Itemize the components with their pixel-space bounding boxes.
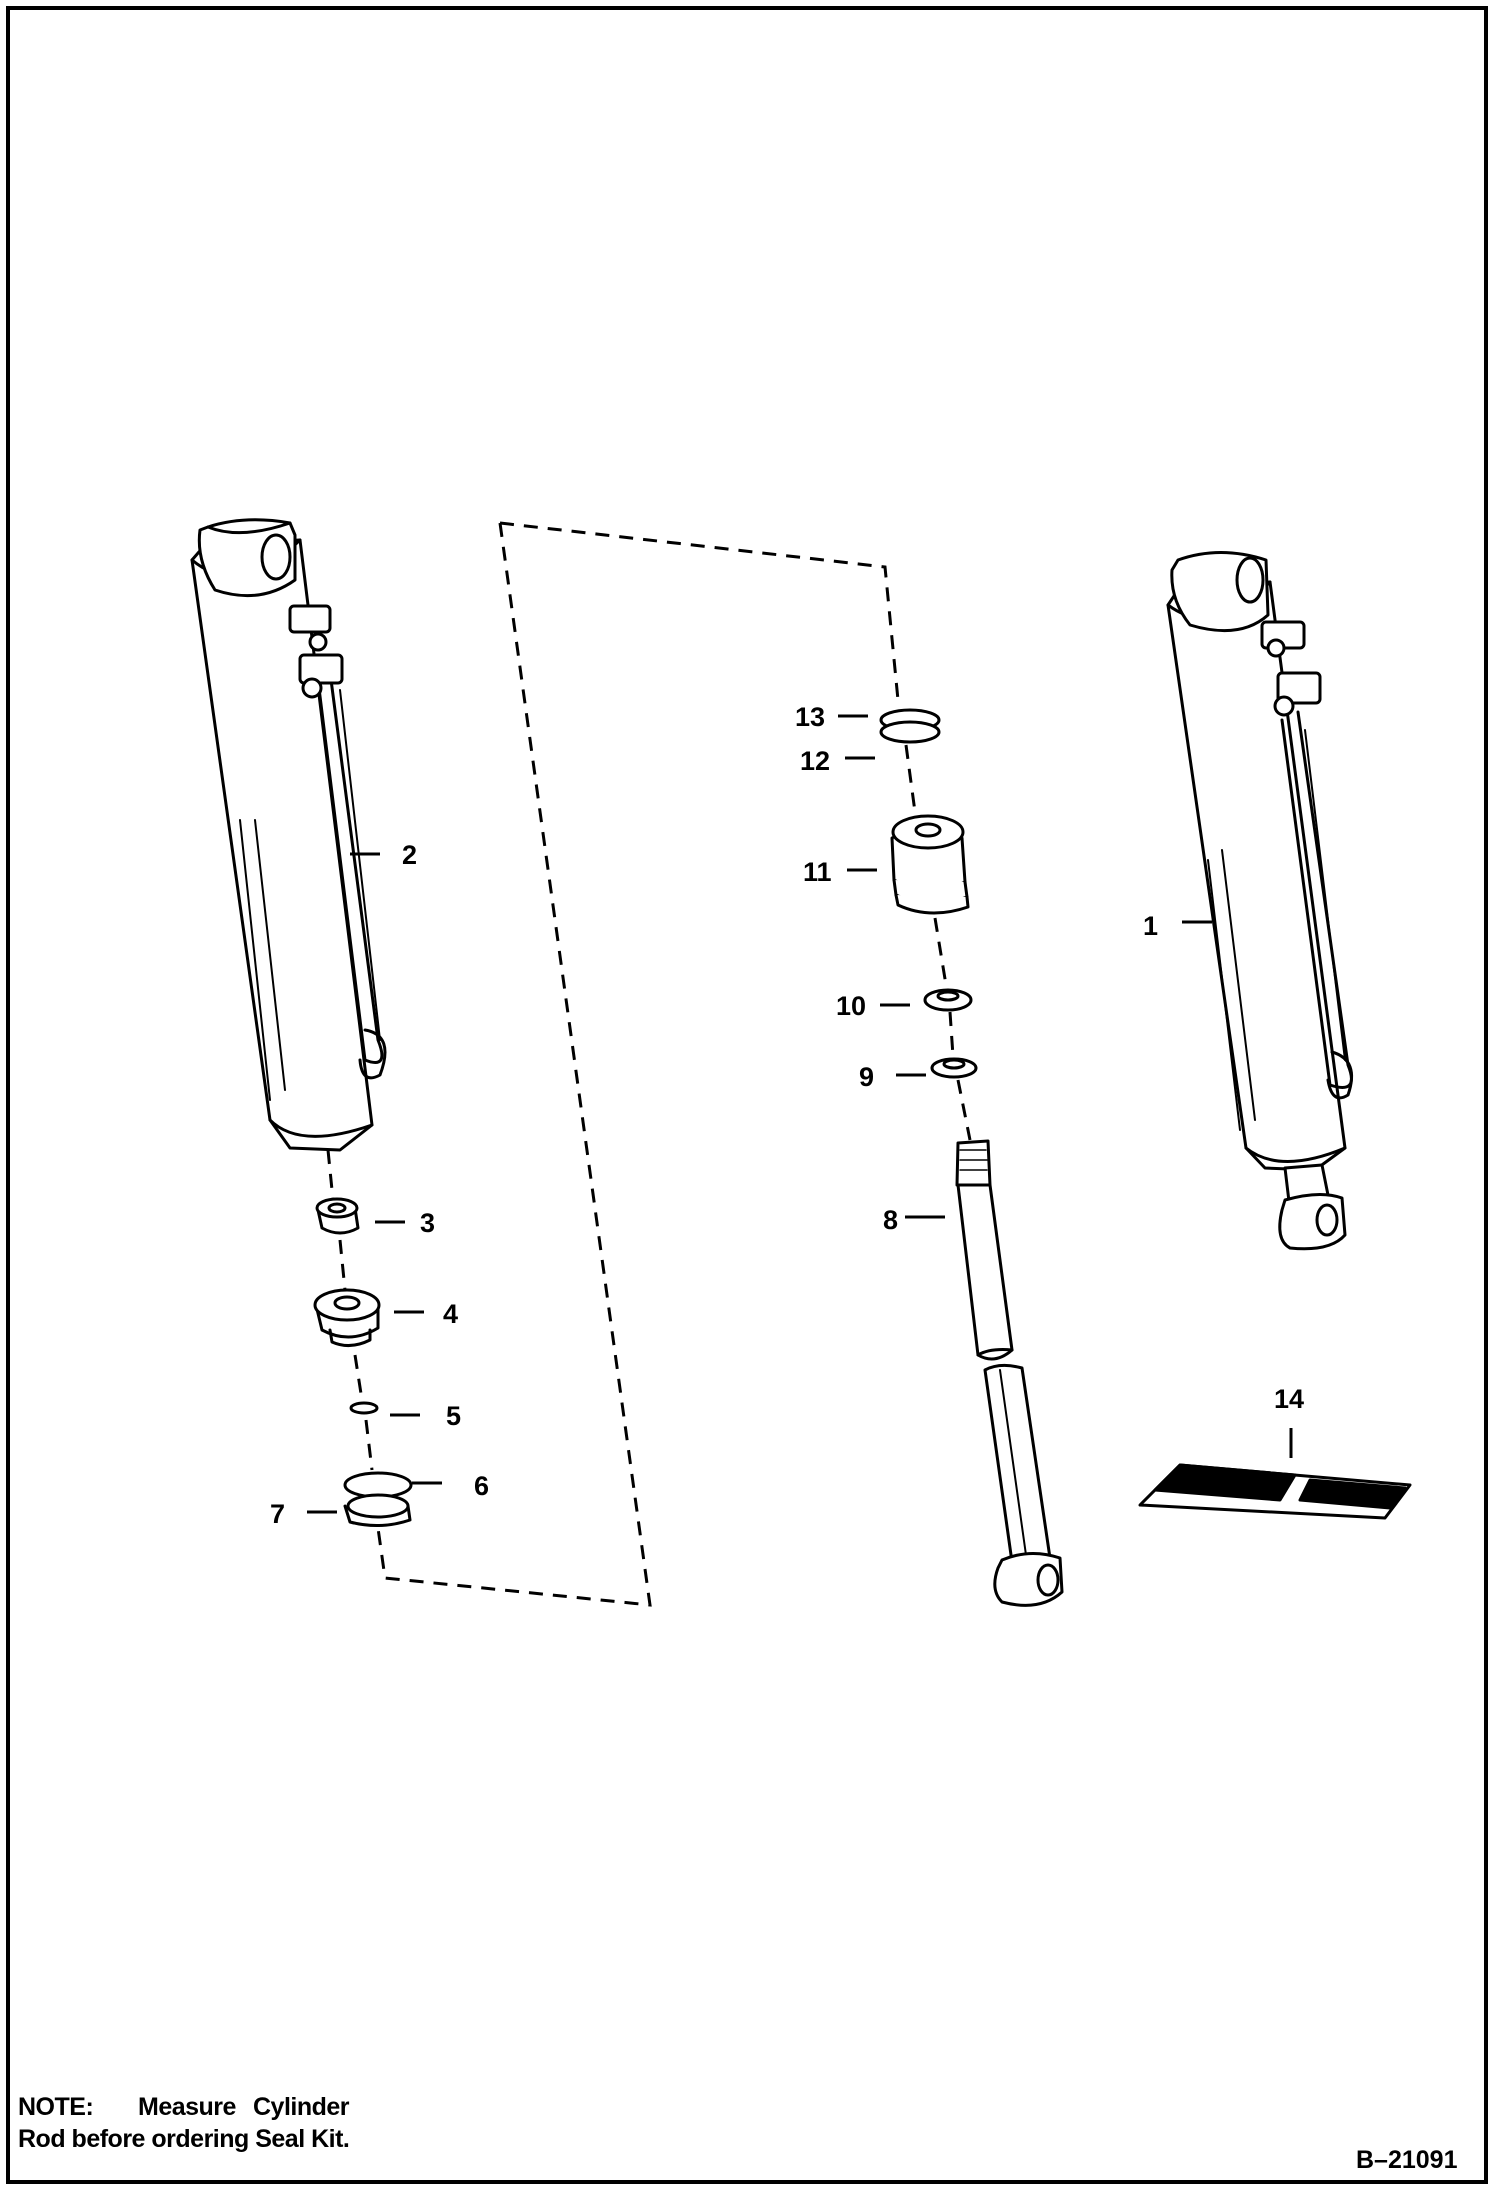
note-word-cylinder: Cylinder xyxy=(253,2093,350,2121)
callout-3: 3 xyxy=(420,1208,435,1238)
callout-6: 6 xyxy=(474,1471,489,1501)
note-line-1: NOTE: Measure Cylinder xyxy=(18,2091,538,2123)
seal-kit-14 xyxy=(1138,1463,1412,1520)
note-line-2: Rod before ordering Seal Kit. xyxy=(18,2125,350,2153)
cylinder-barrel-right xyxy=(1166,551,1347,1172)
figure-id: B–21091 xyxy=(1356,2146,1458,2174)
tube-line-left xyxy=(288,604,387,1080)
cylinder-barrel-left xyxy=(190,518,374,1152)
nut-3 xyxy=(315,1197,360,1235)
seal-10 xyxy=(923,988,973,1012)
o-ring-5 xyxy=(349,1401,379,1415)
piston xyxy=(890,814,970,915)
head-4 xyxy=(313,1288,381,1347)
seal-9 xyxy=(930,1057,978,1079)
callout-11: 11 xyxy=(803,857,832,887)
note-label: NOTE: xyxy=(18,2093,94,2121)
tube-line-right xyxy=(1260,620,1353,1100)
callout-4: 4 xyxy=(443,1299,458,1329)
piston-rod xyxy=(955,1139,1064,1607)
callout-5: 5 xyxy=(446,1401,461,1431)
callout-10: 10 xyxy=(836,991,866,1021)
callout-14: 14 xyxy=(1274,1384,1304,1414)
note-word-measure: Measure xyxy=(138,2093,236,2121)
ring-7 xyxy=(346,1493,410,1519)
callout-7: 7 xyxy=(270,1499,285,1529)
callout-13: 13 xyxy=(795,702,825,732)
leader-lines xyxy=(307,714,1293,1514)
callout-9: 9 xyxy=(859,1062,874,1092)
ring-6 xyxy=(343,1471,413,1499)
ring-12 xyxy=(879,720,941,744)
rod-end-right xyxy=(1278,1163,1347,1251)
callout-12: 12 xyxy=(800,746,830,776)
note-text: NOTE: Measure Cylinder Rod before ordering… xyxy=(18,2091,538,2155)
callout-2: 2 xyxy=(402,840,417,870)
assembly-lines xyxy=(326,521,972,1607)
callout-1: 1 xyxy=(1143,911,1158,941)
callout-8: 8 xyxy=(883,1205,898,1235)
